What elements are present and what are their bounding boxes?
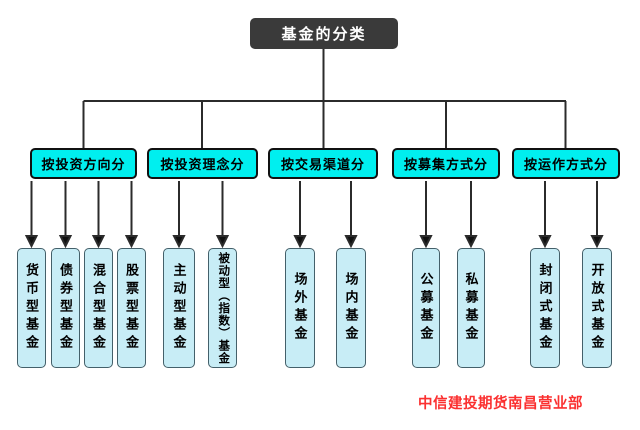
category-label: 按运作方式分 bbox=[523, 157, 608, 172]
leaf-label: 主动型基金 bbox=[171, 263, 187, 353]
category-label: 按交易渠道分 bbox=[280, 157, 365, 172]
leaf-node-active-fund: 主动型基金 bbox=[163, 248, 195, 368]
arrowhead-icon bbox=[590, 235, 604, 249]
leaf-node-open-end-fund: 开放式基金 bbox=[582, 248, 612, 368]
category-label: 按投资方向分 bbox=[41, 157, 126, 172]
root-node-label: 基金的分类 bbox=[281, 26, 367, 43]
leaf-label: 私募基金 bbox=[463, 272, 479, 344]
leaf-node-hybrid-fund: 混合型基金 bbox=[84, 248, 113, 368]
category-label: 按募集方式分 bbox=[403, 157, 488, 172]
leaf-label: 被动型（指数）基金 bbox=[217, 251, 230, 365]
category-node-fundraising-method: 按募集方式分 bbox=[392, 148, 500, 179]
leaf-label: 开放式基金 bbox=[589, 263, 605, 353]
leaf-label: 公募基金 bbox=[418, 272, 434, 344]
arrowhead-icon bbox=[24, 235, 39, 249]
arrowhead-icon bbox=[91, 235, 106, 249]
arrowhead-icon bbox=[464, 235, 478, 249]
arrowhead-icon bbox=[344, 235, 358, 249]
category-node-investment-direction: 按投资方向分 bbox=[30, 148, 137, 179]
category-label: 按投资理念分 bbox=[160, 157, 245, 172]
leaf-node-exchange-fund: 场内基金 bbox=[336, 248, 366, 368]
leaf-label: 封闭式基金 bbox=[537, 263, 553, 353]
leaf-node-public-fund: 公募基金 bbox=[412, 248, 440, 368]
leaf-node-closed-end-fund: 封闭式基金 bbox=[530, 248, 560, 368]
leaf-label: 货币型基金 bbox=[24, 263, 39, 353]
leaf-node-private-fund: 私募基金 bbox=[457, 248, 485, 368]
leaf-label: 股票型基金 bbox=[124, 263, 139, 353]
root-node-fund-classification: 基金的分类 bbox=[250, 18, 398, 49]
leaf-node-bond-fund: 债券型基金 bbox=[51, 248, 80, 368]
leaf-label: 债券型基金 bbox=[58, 263, 73, 353]
arrowhead-icon bbox=[124, 235, 139, 249]
arrowhead-icon bbox=[419, 235, 433, 249]
leaf-node-stock-fund: 股票型基金 bbox=[117, 248, 146, 368]
leaf-label: 场外基金 bbox=[292, 272, 308, 344]
arrowhead-icon bbox=[293, 235, 307, 249]
arrowhead-icon bbox=[172, 235, 186, 249]
category-node-trading-channel: 按交易渠道分 bbox=[268, 148, 378, 179]
arrowhead-icon bbox=[58, 235, 73, 249]
leaf-label: 场内基金 bbox=[343, 272, 359, 344]
category-node-operation-mode: 按运作方式分 bbox=[512, 148, 620, 179]
leaf-node-passive-index-fund: 被动型（指数）基金 bbox=[208, 248, 237, 368]
arrowhead-icon bbox=[538, 235, 552, 249]
arrowhead-icon bbox=[215, 235, 230, 249]
leaf-node-money-fund: 货币型基金 bbox=[17, 248, 46, 368]
leaf-node-otc-fund: 场外基金 bbox=[285, 248, 315, 368]
leaf-label: 混合型基金 bbox=[91, 263, 106, 353]
category-node-investment-philosophy: 按投资理念分 bbox=[147, 148, 258, 179]
footer-credit: 中信建投期货南昌营业部 bbox=[418, 396, 583, 412]
